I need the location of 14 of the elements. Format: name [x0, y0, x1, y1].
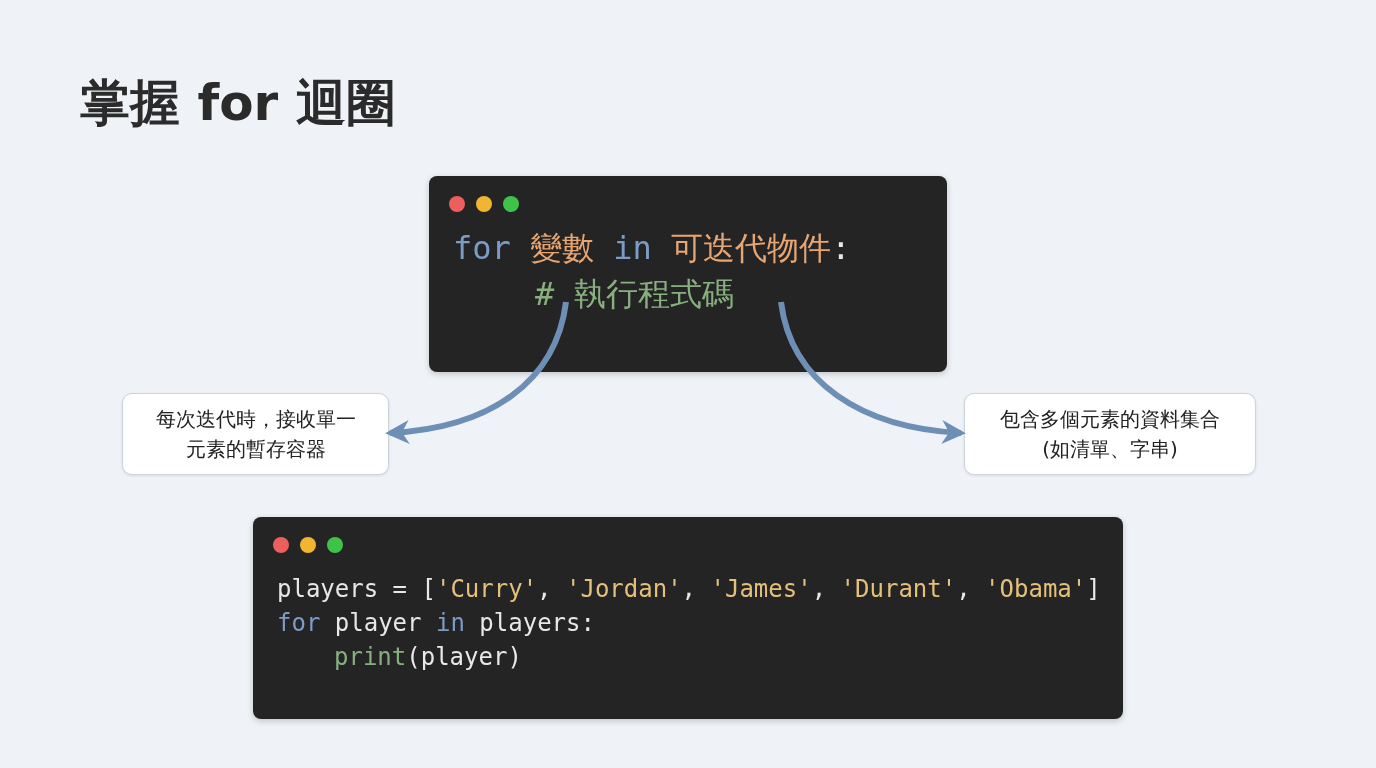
code-window — [429, 176, 947, 372]
code-line: players = ['Curry', 'Jordan', 'James', 'Durant', 'Obama'] — [277, 574, 1101, 604]
callout-box — [122, 393, 389, 475]
callout-box — [964, 393, 1256, 475]
slide-title: 掌握 for 迴圈 — [80, 73, 396, 134]
code-line: for 變數 in 可迭代物件: — [453, 228, 851, 268]
code-line: for player in players: — [277, 608, 595, 638]
curved-arrow — [778, 301, 966, 444]
code-line: # 執行程式碼 — [535, 274, 734, 314]
callout-text: 每次迭代時，接收單一元素的暫存容器 — [154, 406, 357, 463]
code-line: print(player) — [334, 642, 522, 672]
code-window — [253, 517, 1123, 719]
callout-text: 包含多個元素的資料集合(如清單、字串) — [999, 406, 1221, 463]
curved-arrow — [385, 301, 569, 444]
